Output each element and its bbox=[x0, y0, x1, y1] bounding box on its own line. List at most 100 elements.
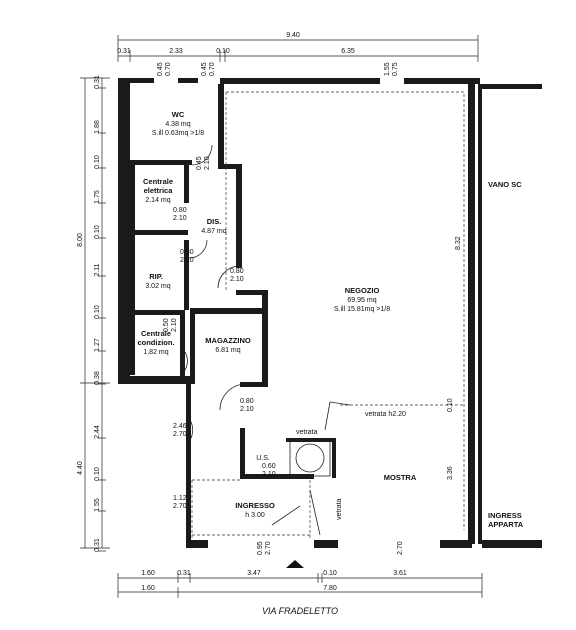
room-wc-name: WC bbox=[172, 110, 185, 119]
room-neg-name: NEGOZIO bbox=[345, 286, 380, 295]
room-el-name: Centrale bbox=[143, 177, 173, 186]
dim-bottom-1: 1.60 bbox=[141, 570, 155, 577]
door-us-h: 2.10 bbox=[262, 471, 276, 478]
door-el-h: 2.10 bbox=[173, 215, 187, 222]
dim-wall-open-4: 0.70 bbox=[209, 62, 216, 76]
room-vano-name: VANO SC bbox=[488, 180, 522, 189]
door-dims: 0.45 2.10 0.80 2.10 0.80 2.10 0.80 2.10 … bbox=[163, 156, 404, 555]
label-vetrata-side: vetrata bbox=[336, 498, 343, 520]
dim-left-seg: 1.88 bbox=[94, 120, 101, 134]
door-side-b-w: 1.12 bbox=[173, 495, 187, 502]
door-us-w: 0.60 bbox=[262, 463, 276, 470]
door-side-a-w: 2.46 bbox=[173, 423, 187, 430]
door-neg-w: 0.80 bbox=[230, 268, 244, 275]
dim-wall-open-6: 0.75 bbox=[392, 62, 399, 76]
top-dimensions: 9.40 0.31 2.33 0.10 6.35 0.45 0.70 0.45 … bbox=[117, 32, 479, 76]
room-rip: RIP. 3.02 mq bbox=[145, 272, 170, 290]
room-dis: DIS. 4.87 mq bbox=[201, 217, 226, 235]
dim-left-seg: 0.31 bbox=[94, 538, 101, 552]
room-el-name2: elettrica bbox=[144, 186, 174, 195]
dim-top-seg-3: 0.10 bbox=[216, 48, 230, 55]
dim-left-overall-top: 8.00 bbox=[77, 233, 84, 247]
room-wc-area: 4.38 mq bbox=[165, 121, 190, 128]
room-wc-light: S.ill 0.63mq >1/8 bbox=[152, 130, 204, 137]
dim-left-seg: 0.31 bbox=[94, 75, 101, 89]
room-appart-name: INGRESS bbox=[488, 511, 522, 520]
dim-bottom-4: 0.10 bbox=[323, 570, 337, 577]
room-cond-name: Centrale bbox=[141, 329, 171, 338]
dim-left-overall-bottom: 4.40 bbox=[77, 461, 84, 475]
dim-left-seg: 0.10 bbox=[94, 305, 101, 319]
room-centrale-elettrica: Centrale elettrica 2.14 mq bbox=[143, 177, 173, 204]
dim-left-seg: 1.55 bbox=[94, 498, 101, 512]
door-side-a-h: 2.70 bbox=[173, 431, 187, 438]
left-dimensions: 8.00 4.40 0.311.880.101.750.102.110.101.… bbox=[77, 75, 110, 552]
door-mag-w: 0.80 bbox=[240, 398, 254, 405]
room-mostra-name: MOSTRA bbox=[384, 473, 417, 482]
outer-walls bbox=[118, 78, 542, 548]
dim-left-seg: 0.38 bbox=[94, 371, 101, 385]
door-wc-h: 2.10 bbox=[204, 156, 211, 170]
room-appart-name2: APPARTA bbox=[488, 520, 524, 529]
door-cond-w: 0.50 bbox=[163, 318, 170, 332]
door-cond-h: 2.10 bbox=[171, 318, 178, 332]
dim-wall-open-1: 0.45 bbox=[157, 62, 164, 76]
room-cond-area: 1.82 mq bbox=[143, 349, 168, 356]
room-mag-area: 6.81 mq bbox=[215, 347, 240, 354]
room-negozio: NEGOZIO 69.95 mq S.ill 15.81mq >1/8 bbox=[334, 286, 390, 313]
label-mostra-mid: 0.10 bbox=[447, 398, 454, 412]
dim-bottom-2: 0.31 bbox=[177, 570, 191, 577]
room-neg-light: S.ill 15.81mq >1/8 bbox=[334, 306, 390, 313]
room-cond-name2: condizion. bbox=[137, 338, 174, 347]
dim-wall-open-5: 1.55 bbox=[384, 62, 391, 76]
door-neg-h: 2.10 bbox=[230, 276, 244, 283]
room-vano-scala: VANO SC bbox=[488, 180, 522, 189]
room-dis-area: 4.87 mq bbox=[201, 228, 226, 235]
entrance-marker-icon bbox=[286, 560, 304, 568]
dim-top-seg-1: 0.31 bbox=[117, 48, 131, 55]
room-el-area: 2.14 mq bbox=[145, 197, 170, 204]
door-mag-h: 2.10 bbox=[240, 406, 254, 413]
room-rip-name: RIP. bbox=[149, 272, 163, 281]
room-ingresso-appart: INGRESS APPARTA bbox=[488, 511, 524, 529]
dim-wall-open-3: 0.45 bbox=[201, 62, 208, 76]
room-wc: WC 4.38 mq S.ill 0.63mq >1/8 bbox=[152, 110, 204, 137]
room-ing-name: INGRESSO bbox=[235, 501, 275, 510]
bottom-dimensions: 1.60 0.31 3.47 0.10 3.61 1.60 7.80 bbox=[117, 570, 483, 598]
room-centrale-condiz: Centrale condizion. 1.82 mq bbox=[137, 329, 174, 356]
door-side-b-h: 2.70 bbox=[173, 503, 187, 510]
dim-left-seg: 0.10 bbox=[94, 467, 101, 481]
door-rip-h: 2.10 bbox=[180, 257, 194, 264]
room-rip-area: 3.02 mq bbox=[145, 283, 170, 290]
dim-bottom-3: 3.47 bbox=[247, 570, 261, 577]
room-dis-name: DIS. bbox=[207, 217, 222, 226]
label-vetrata-top: vetrata bbox=[296, 429, 318, 436]
vetrata-circle bbox=[289, 439, 331, 477]
dim-overall-top: 9.40 bbox=[286, 32, 300, 39]
dim-bottom-5: 3.61 bbox=[393, 570, 407, 577]
dim-top-seg-2: 2.33 bbox=[169, 48, 183, 55]
dim-left-seg: 0.10 bbox=[94, 155, 101, 169]
dim-bottom-r2-1: 1.60 bbox=[141, 585, 155, 592]
dim-wall-open-2: 0.70 bbox=[165, 62, 172, 76]
internal-walls bbox=[130, 84, 336, 544]
door-el-w: 0.80 bbox=[173, 207, 187, 214]
room-mag-name: MAGAZZINO bbox=[205, 336, 251, 345]
room-ing-height: h 3.00 bbox=[245, 512, 265, 519]
dim-left-seg: 2.11 bbox=[94, 263, 101, 276]
dim-left-seg: 0.10 bbox=[94, 225, 101, 239]
door-swings bbox=[184, 144, 351, 536]
street-label: VIA FRADELETTO bbox=[262, 606, 338, 616]
dim-left-seg: 1.27 bbox=[94, 338, 101, 352]
dim-bottom-r2-2: 7.80 bbox=[323, 585, 337, 592]
label-mostra-height: 3.36 bbox=[447, 466, 454, 480]
label-us: U.S. bbox=[256, 455, 270, 462]
label-vetrata-line: vetrata h2.20 bbox=[365, 411, 406, 418]
door-wc-w: 0.45 bbox=[196, 156, 203, 170]
door-front-b-w: 2.70 bbox=[397, 541, 404, 555]
door-rip-w: 0.80 bbox=[180, 249, 194, 256]
door-front-a-h: 2.70 bbox=[265, 541, 272, 555]
dashed-lines bbox=[191, 91, 465, 540]
dim-top-seg-4: 6.35 bbox=[341, 48, 355, 55]
